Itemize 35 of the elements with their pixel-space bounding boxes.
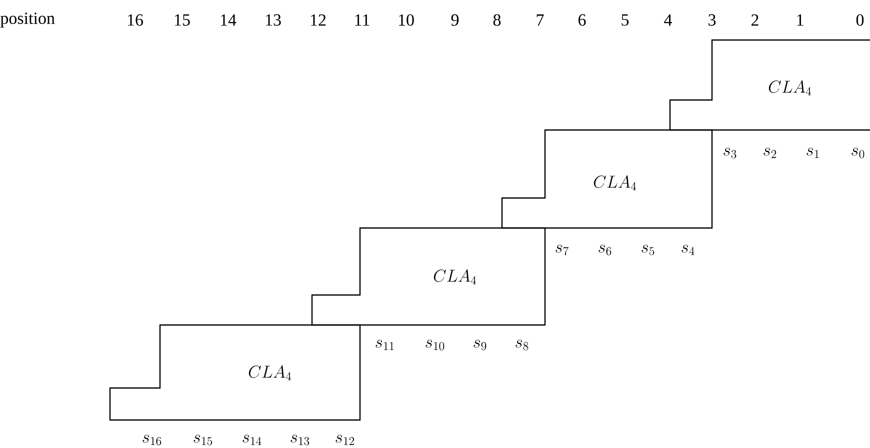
- position-number: 4: [664, 14, 672, 26]
- sum-bit-label: $s_6$: [598, 244, 612, 256]
- sum-bit-label: $s_{11}$: [376, 340, 394, 350]
- sum-bit-label: $s_2$: [764, 148, 776, 158]
- sum-bit-label: $s_{12}$: [336, 434, 354, 446]
- sum-bit-label: $s_{14}$: [242, 434, 262, 446]
- position-number: 6: [578, 14, 586, 26]
- sum-bit-label: $s_1$: [806, 148, 819, 158]
- position-number: 7: [536, 14, 544, 26]
- position-number: 11: [355, 14, 370, 26]
- position-number: 13: [266, 14, 281, 26]
- sum-bit-label: $s_{15}$: [194, 434, 212, 446]
- position-number: 15: [175, 14, 190, 26]
- adder-block: $CLA_4$: [109, 324, 361, 421]
- adder-block: $CLA_4$: [669, 39, 870, 131]
- position-number: 9: [451, 14, 459, 26]
- position-number: 8: [493, 14, 501, 26]
- position-number: 12: [311, 14, 326, 26]
- axis-title: position: [0, 12, 55, 28]
- sum-bit-label: $s_7$: [556, 244, 568, 256]
- adder-block: $CLA_4$: [311, 227, 546, 326]
- position-number: 14: [221, 14, 236, 26]
- sum-bit-label: $s_{16}$: [142, 434, 162, 446]
- position-number: 16: [128, 14, 143, 26]
- sum-bit-label: $s_{10}$: [426, 340, 444, 350]
- sum-bit-label: $s_9$: [474, 340, 486, 350]
- sum-bit-label: $s_3$: [724, 148, 736, 158]
- adder-block: $CLA_4$: [501, 129, 713, 229]
- sum-bit-label: $s_8$: [516, 340, 528, 350]
- sum-bit-label: $s_0$: [852, 148, 864, 158]
- position-number: 10: [399, 14, 414, 26]
- sum-bit-label: $s_{13}$: [290, 434, 310, 446]
- sum-bit-label: $s_4$: [682, 244, 694, 256]
- sum-bit-label: $s_5$: [642, 244, 654, 256]
- position-number: 5: [622, 14, 629, 26]
